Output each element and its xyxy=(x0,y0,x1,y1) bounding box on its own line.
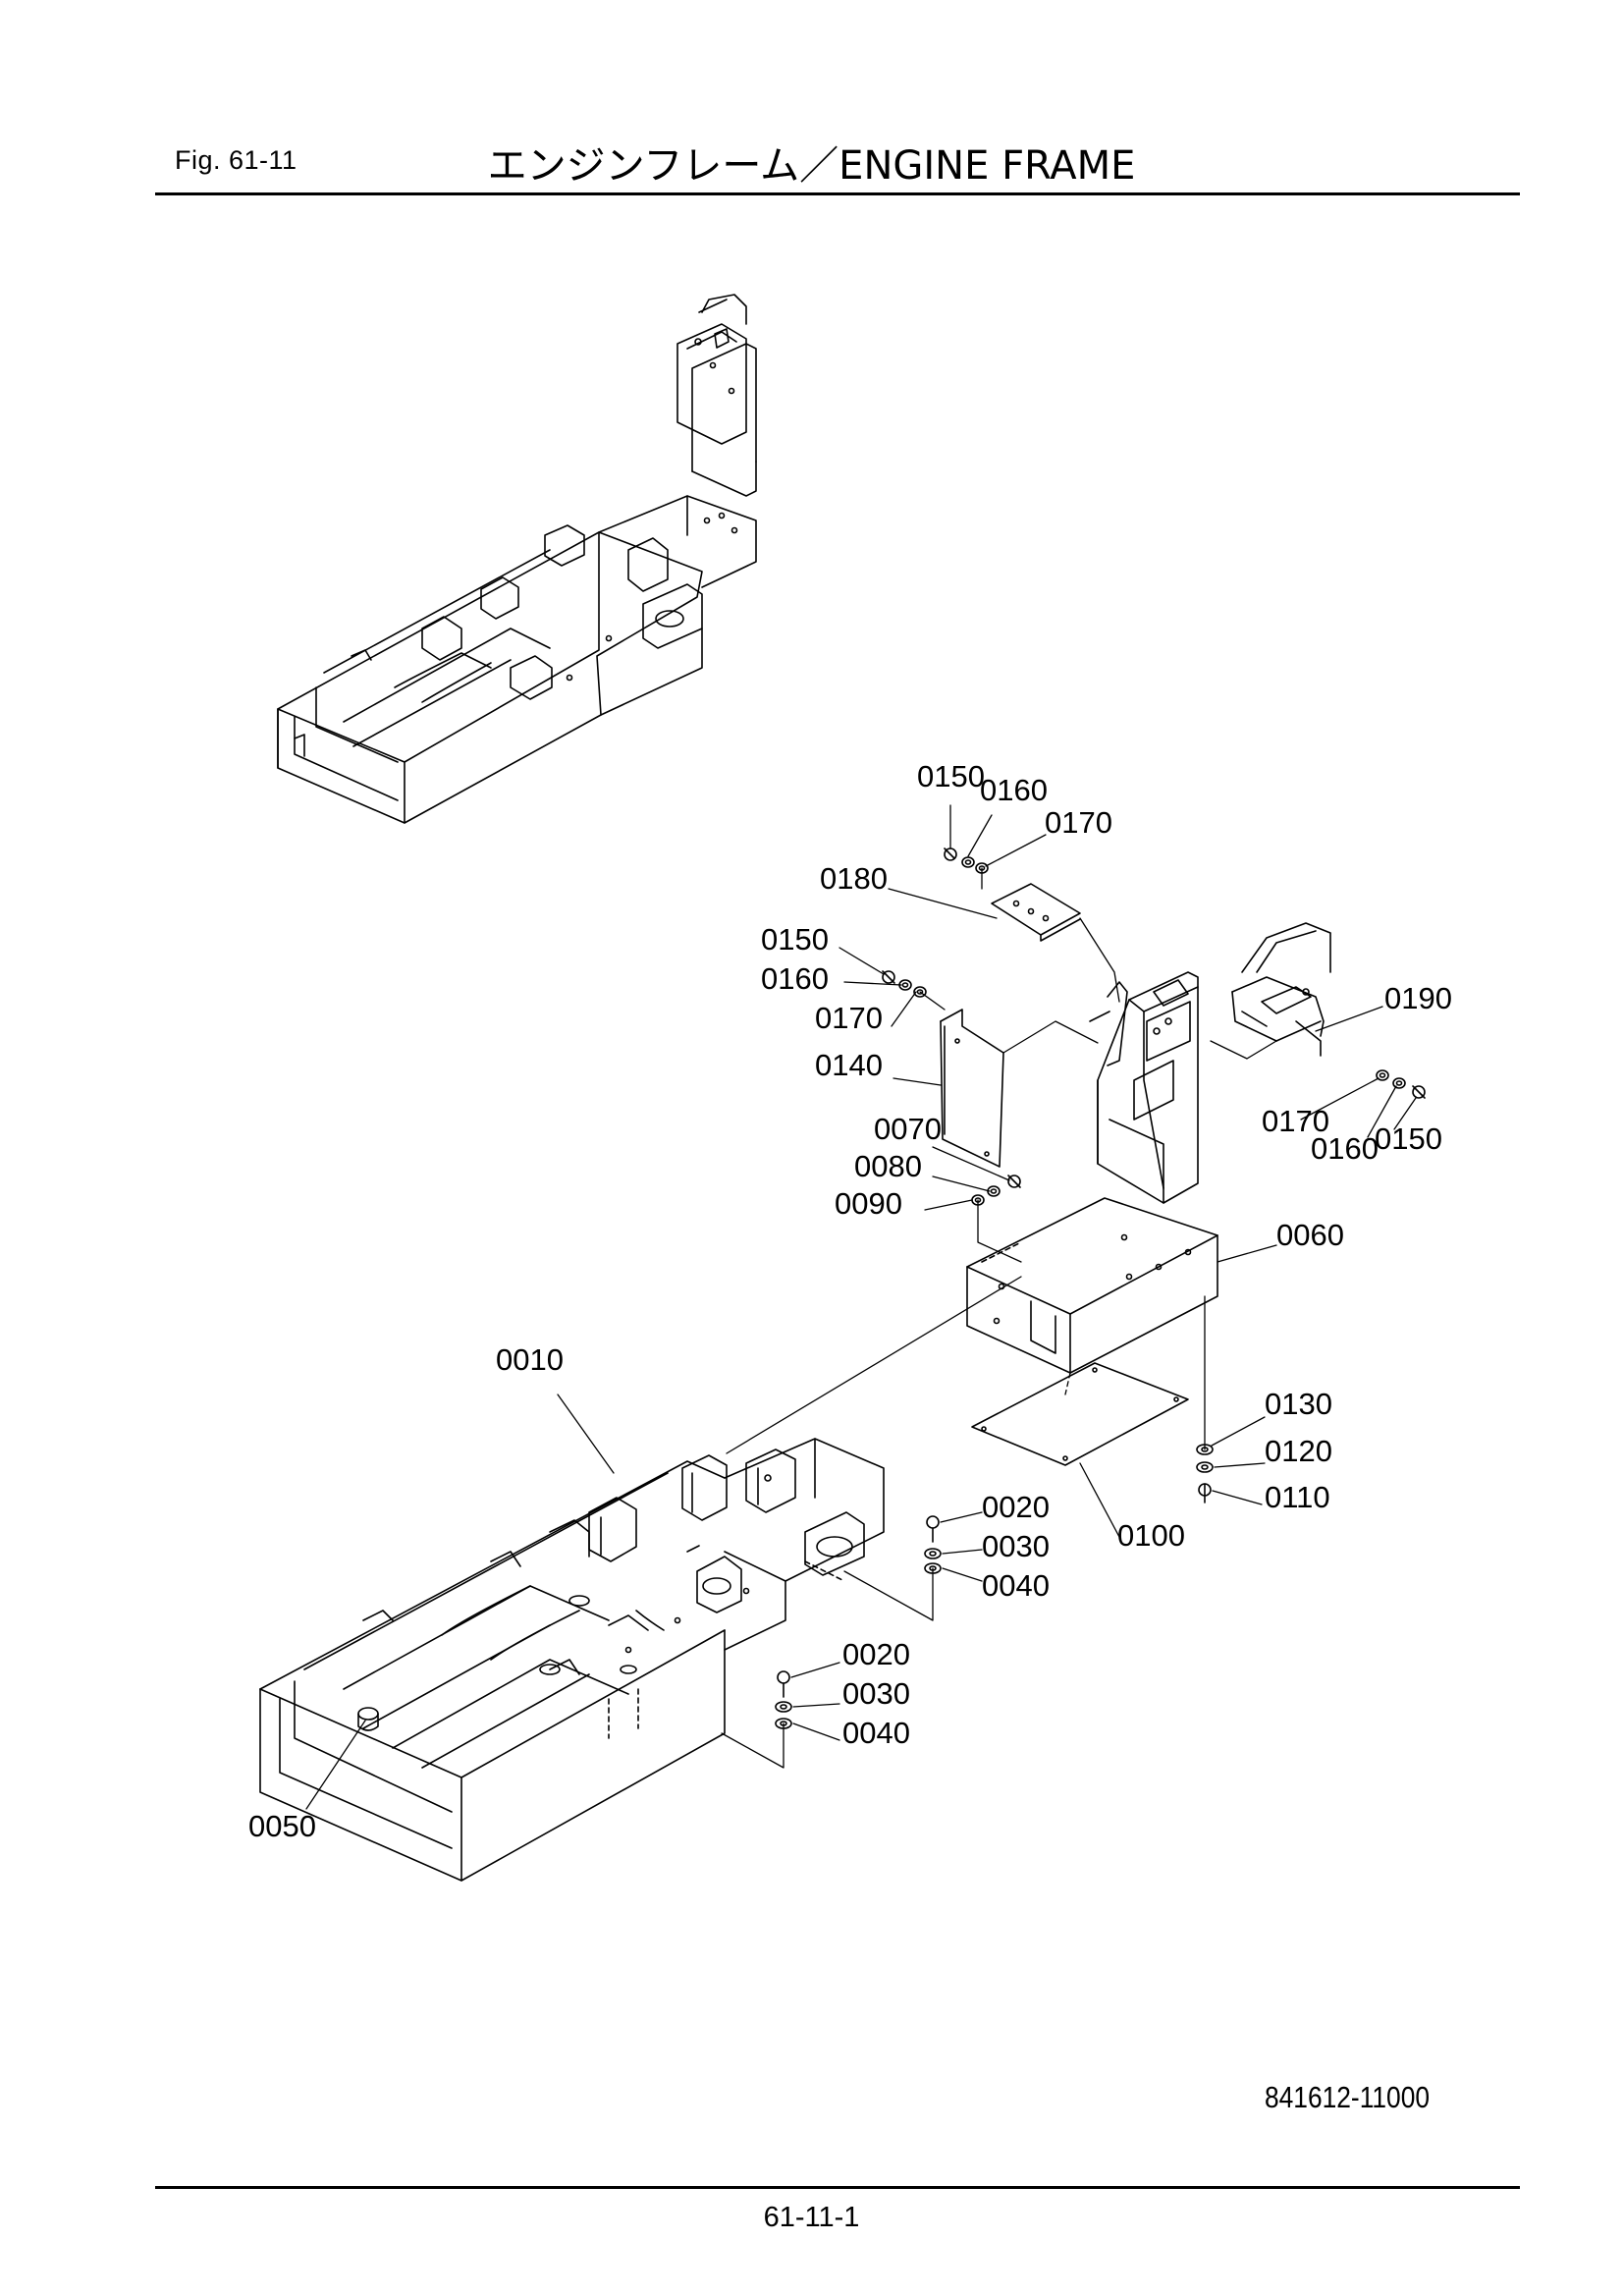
callout-0090: 0090 xyxy=(835,1186,902,1221)
callout-0140: 0140 xyxy=(815,1048,883,1082)
callout-0160: 0160 xyxy=(761,961,829,996)
callout-0150: 0150 xyxy=(917,759,985,793)
page-number: 61-11-1 xyxy=(763,2202,860,2233)
callout-0170: 0170 xyxy=(815,1001,883,1035)
callout-0010: 0010 xyxy=(496,1342,564,1377)
callout-0180: 0180 xyxy=(820,861,888,896)
part-tower xyxy=(1089,971,1199,1204)
callout-0020: 0020 xyxy=(842,1637,910,1671)
part-0190-handle xyxy=(1231,922,1331,1057)
drawing-number: 841612-11000 xyxy=(1265,2080,1431,2114)
callout-0190: 0190 xyxy=(1384,981,1452,1015)
part-0100-bottom-plate xyxy=(971,1362,1189,1466)
footer-rule xyxy=(155,2186,1520,2189)
callout-0160: 0160 xyxy=(980,773,1048,807)
part-0060-riser-panel xyxy=(966,1197,1218,1374)
callout-0160: 0160 xyxy=(1311,1131,1379,1166)
callout-0040: 0040 xyxy=(842,1716,910,1750)
callout-0070: 0070 xyxy=(874,1112,942,1146)
callout-0110: 0110 xyxy=(1265,1480,1330,1514)
callout-0170: 0170 xyxy=(1262,1104,1329,1138)
callout-labels: 0150 0160 0170 0180 0150 0160 0170 0140 … xyxy=(248,759,1452,1843)
page-title: エンジンフレーム／ENGINE FRAME xyxy=(487,143,1136,189)
callout-0170: 0170 xyxy=(1045,805,1112,840)
assembly-lines xyxy=(721,867,1277,1769)
assembled-frame-overview xyxy=(277,294,757,824)
callout-0150: 0150 xyxy=(1375,1121,1442,1156)
figure-number: Fig. 61-11 xyxy=(175,145,298,175)
callout-0100: 0100 xyxy=(1117,1518,1185,1553)
callout-0130: 0130 xyxy=(1265,1387,1332,1421)
callout-0060: 0060 xyxy=(1276,1218,1344,1252)
header-rule xyxy=(155,192,1520,195)
callout-0150: 0150 xyxy=(761,922,829,957)
callout-0050: 0050 xyxy=(248,1809,316,1843)
callout-0030: 0030 xyxy=(842,1676,910,1711)
leader-lines xyxy=(305,804,1417,1810)
part-0010-base-frame xyxy=(259,1438,885,1882)
callout-0120: 0120 xyxy=(1265,1434,1332,1468)
callout-0020: 0020 xyxy=(982,1490,1050,1524)
part-0140-cover xyxy=(940,1009,1004,1168)
part-0180-plate xyxy=(991,883,1081,942)
callout-0080: 0080 xyxy=(854,1149,922,1183)
callout-0040: 0040 xyxy=(982,1568,1050,1603)
callout-0030: 0030 xyxy=(982,1529,1050,1563)
